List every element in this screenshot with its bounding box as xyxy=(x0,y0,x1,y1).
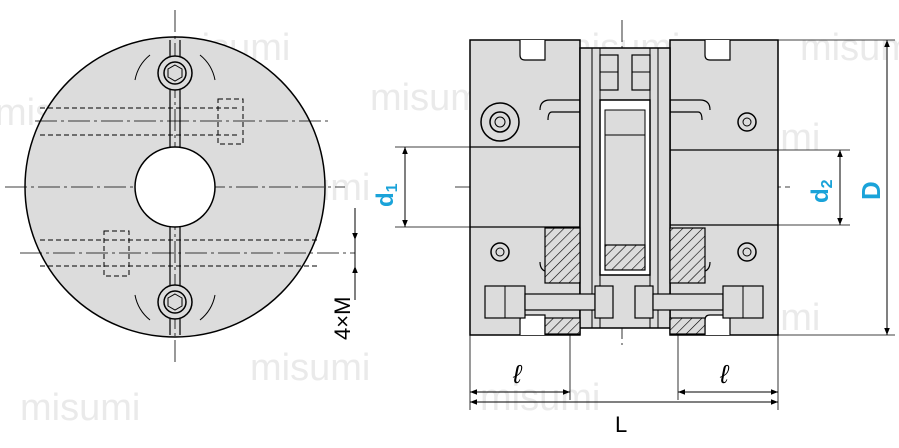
clamp-bolts xyxy=(484,285,764,319)
d1-label: d1 xyxy=(372,183,401,207)
hub-length-left-label: ℓ xyxy=(512,359,523,389)
side-view xyxy=(455,20,790,345)
outer-diameter-label: D xyxy=(856,181,886,200)
total-length-label: L xyxy=(615,412,627,437)
dimension-labels: d1 d2 D ℓ ℓ L xyxy=(372,179,886,437)
dimension-lines xyxy=(395,39,895,410)
watermark-text: misumi xyxy=(800,27,899,69)
end-view xyxy=(5,10,355,365)
hub-length-right-label: ℓ xyxy=(719,359,730,389)
bottom-screw xyxy=(134,284,216,321)
watermark-text: misumi xyxy=(250,347,370,389)
watermark-text: misumi xyxy=(20,387,140,429)
screw-size-label: 4×M xyxy=(330,297,355,340)
top-screw xyxy=(134,54,216,91)
bore-hole xyxy=(134,146,216,228)
watermark-text: misumi xyxy=(480,377,600,419)
d2-label: d2 xyxy=(807,179,836,203)
